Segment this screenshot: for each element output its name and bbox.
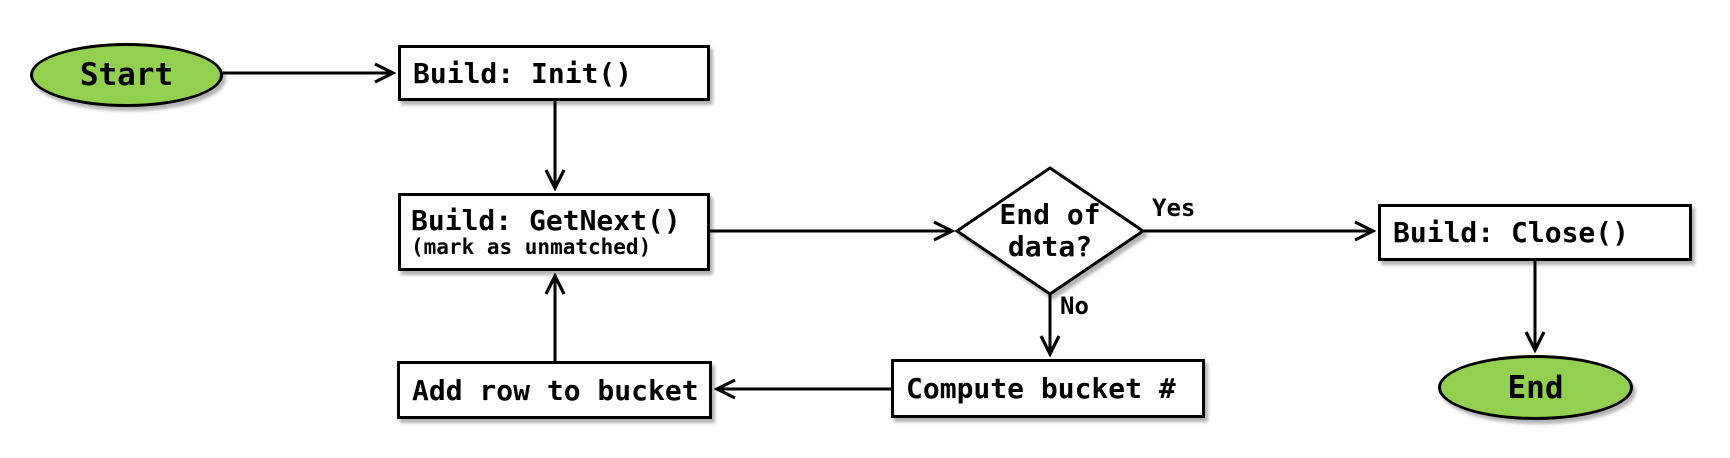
node-end: End [1438, 355, 1633, 420]
node-start: Start [30, 43, 223, 107]
node-build-close-label: Build: Close() [1393, 216, 1630, 249]
node-build-init: Build: Init() [398, 45, 710, 101]
node-compute-bucket: Compute bucket # [891, 359, 1205, 418]
node-add-row-to-bucket-label: Add row to bucket [412, 373, 699, 407]
node-build-getnext-label: Build: GetNext() [411, 203, 681, 237]
node-add-row-to-bucket: Add row to bucket [397, 361, 712, 419]
node-build-close: Build: Close() [1378, 204, 1692, 261]
node-build-getnext-sublabel: (mark as unmatched) [411, 234, 652, 259]
edge-label-yes: Yes [1152, 194, 1196, 222]
node-decision-label: End of data? [999, 197, 1101, 263]
node-start-label: Start [79, 57, 174, 93]
decision-diamond-shape [954, 166, 1146, 296]
node-compute-bucket-label: Compute bucket # [906, 372, 1176, 405]
edge-label-no: No [1060, 292, 1089, 320]
node-build-getnext: Build: GetNext() (mark as unmatched) [398, 193, 710, 271]
node-decision-end-of-data: End of data? [985, 192, 1115, 270]
node-end-label: End [1507, 369, 1564, 406]
node-build-init-label: Build: Init() [413, 56, 633, 90]
